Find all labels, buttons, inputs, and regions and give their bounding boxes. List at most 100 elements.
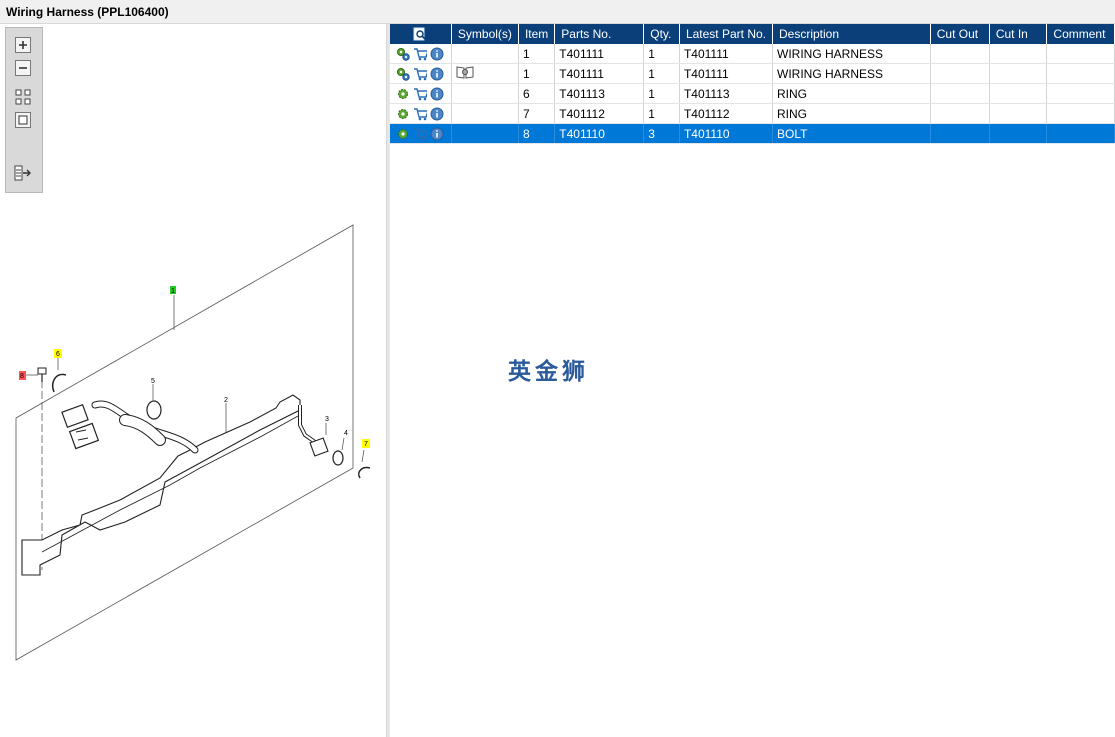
callout-5[interactable]: 5: [151, 378, 155, 385]
row-symbol[interactable]: [451, 44, 519, 64]
row-cut-in[interactable]: [989, 123, 1048, 144]
row-actions[interactable]: [390, 103, 452, 124]
row-parts-no[interactable]: T401111: [554, 44, 645, 64]
cart-icon[interactable]: [413, 87, 427, 101]
cart-icon[interactable]: [413, 107, 427, 121]
callout-8[interactable]: 8: [20, 373, 24, 380]
row-parts-no[interactable]: T401111: [554, 63, 645, 84]
row-symbol[interactable]: [451, 123, 519, 144]
pane-splitter[interactable]: [386, 24, 391, 737]
callout-3[interactable]: 3: [325, 416, 329, 423]
row-description[interactable]: RING: [772, 83, 931, 104]
row-comment[interactable]: [1046, 83, 1115, 104]
cart-icon[interactable]: [413, 47, 427, 61]
row-symbol[interactable]: [451, 103, 519, 124]
gears-icon[interactable]: [396, 47, 410, 61]
row-item[interactable]: 1: [518, 63, 556, 84]
row-item[interactable]: 7: [518, 103, 556, 124]
row-description[interactable]: RING: [772, 103, 931, 124]
row-qty[interactable]: 3: [643, 123, 680, 144]
gear-icon[interactable]: [396, 127, 410, 141]
row-cut-in[interactable]: [989, 103, 1048, 124]
row-item[interactable]: 1: [518, 44, 556, 64]
row-actions[interactable]: [390, 44, 452, 64]
info-icon[interactable]: [430, 67, 444, 81]
actual-size-button[interactable]: [14, 111, 32, 129]
callout-2[interactable]: 2: [224, 397, 228, 404]
fit-grid-icon: [15, 89, 31, 105]
column-header-cut-out[interactable]: Cut Out: [930, 24, 990, 44]
row-description[interactable]: WIRING HARNESS: [772, 63, 931, 84]
row-cut-out[interactable]: [930, 123, 990, 144]
row-comment[interactable]: [1046, 103, 1115, 124]
row-cut-out[interactable]: [930, 103, 990, 124]
column-header-cut-in[interactable]: Cut In: [989, 24, 1048, 44]
row-cut-out[interactable]: [930, 44, 990, 64]
gear-icon[interactable]: [396, 107, 410, 121]
cart-icon[interactable]: [413, 127, 427, 141]
column-header-latest-part-no[interactable]: Latest Part No.: [679, 24, 774, 44]
row-description[interactable]: BOLT: [772, 123, 931, 144]
row-item[interactable]: 6: [518, 83, 556, 104]
column-header-actions[interactable]: [390, 24, 452, 44]
export-list-button[interactable]: [14, 164, 32, 182]
gears-icon[interactable]: [396, 67, 410, 81]
callout-7[interactable]: 7: [364, 441, 368, 448]
row-latest-part-no[interactable]: T401112: [679, 103, 774, 124]
column-header-comment[interactable]: Comment: [1046, 24, 1115, 44]
row-actions[interactable]: [390, 123, 452, 144]
row-symbol[interactable]: [451, 83, 519, 104]
row-qty[interactable]: 1: [643, 103, 680, 124]
gear-icon[interactable]: [396, 87, 410, 101]
row-latest-part-no[interactable]: T401113: [679, 83, 774, 104]
zoom-out-button[interactable]: [14, 59, 32, 77]
row-actions[interactable]: [390, 83, 452, 104]
info-icon[interactable]: [430, 87, 444, 101]
book-icon[interactable]: [456, 65, 474, 79]
row-latest-part-no[interactable]: T401111: [679, 63, 774, 84]
info-icon[interactable]: [430, 107, 444, 121]
row-parts-no[interactable]: T401110: [554, 123, 645, 144]
callout-4[interactable]: 4: [344, 430, 348, 437]
table-header-row: Symbol(s) Item Parts No. Qty. Latest Par…: [390, 24, 1115, 44]
row-comment[interactable]: [1046, 44, 1115, 64]
column-header-symbols[interactable]: Symbol(s): [451, 24, 519, 44]
cart-icon[interactable]: [413, 67, 427, 81]
info-icon[interactable]: [430, 127, 444, 141]
row-qty[interactable]: 1: [643, 63, 680, 84]
row-symbol[interactable]: [451, 63, 519, 84]
column-header-qty[interactable]: Qty.: [643, 24, 680, 44]
row-comment[interactable]: [1046, 123, 1115, 144]
row-cut-in[interactable]: [989, 63, 1048, 84]
row-qty[interactable]: 1: [643, 83, 680, 104]
callout-1[interactable]: 1: [171, 288, 175, 295]
row-latest-part-no[interactable]: T401110: [679, 123, 774, 144]
row-description[interactable]: WIRING HARNESS: [772, 44, 931, 64]
row-cut-out[interactable]: [930, 83, 990, 104]
callout-6[interactable]: 6: [56, 351, 60, 358]
row-comment[interactable]: [1046, 63, 1115, 84]
diagram-pane[interactable]: [0, 24, 386, 737]
watermark-text: 英金狮: [508, 359, 589, 385]
row-cut-in[interactable]: [989, 83, 1048, 104]
row-latest-part-no[interactable]: T401111: [679, 44, 774, 64]
row-cut-out[interactable]: [930, 63, 990, 84]
column-header-item[interactable]: Item: [518, 24, 556, 44]
column-header-description[interactable]: Description: [772, 24, 931, 44]
row-parts-no[interactable]: T401113: [554, 83, 645, 104]
row-actions[interactable]: [390, 63, 452, 84]
row-cut-in[interactable]: [989, 44, 1048, 64]
list-export-icon: [14, 165, 31, 181]
row-parts-no[interactable]: T401112: [554, 103, 645, 124]
fit-to-window-button[interactable]: [14, 88, 32, 106]
info-icon[interactable]: [430, 47, 444, 61]
column-header-parts-no[interactable]: Parts No.: [554, 24, 645, 44]
row-item[interactable]: 8: [518, 123, 556, 144]
row-qty[interactable]: 1: [643, 44, 680, 64]
zoom-in-button[interactable]: [14, 36, 32, 54]
